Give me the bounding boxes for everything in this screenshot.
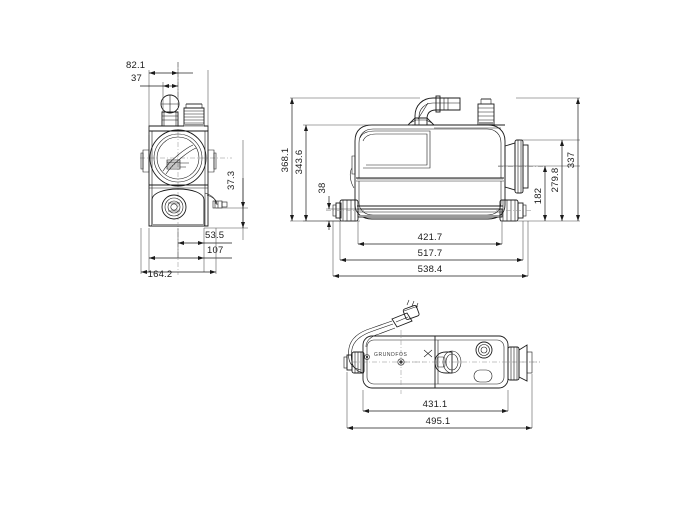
dim-37: 37 bbox=[131, 73, 178, 88]
dim-label-182: 182 bbox=[533, 188, 544, 204]
dim-label-53-5: 53.5 bbox=[205, 230, 224, 241]
dim-label-495-1: 495.1 bbox=[426, 416, 451, 427]
dim-107: 107 bbox=[149, 245, 232, 260]
dim-label-82-1: 82.1 bbox=[126, 60, 145, 71]
dim-164-2: 164.2 bbox=[140, 228, 217, 280]
left-end-view: 82.1 37 37.3 53.5 bbox=[126, 60, 248, 280]
mains-plug bbox=[391, 299, 420, 328]
dim-label-421-7: 421.7 bbox=[418, 232, 443, 243]
extension-lines-bottom-view bbox=[346, 372, 533, 428]
dim-495-1: 495.1 bbox=[347, 416, 532, 430]
dim-53-5: 53.5 bbox=[178, 230, 232, 245]
dim-label-431-1: 431.1 bbox=[423, 399, 448, 410]
grundfos-logo: GRUNDFOS bbox=[374, 349, 433, 366]
top-plate bbox=[434, 124, 505, 129]
dim-label-343-6: 343.6 bbox=[294, 150, 305, 175]
dim-label-337: 337 bbox=[566, 152, 577, 168]
dim-label-38: 38 bbox=[317, 183, 328, 194]
dim-279-8: 279.8 bbox=[550, 140, 564, 221]
top-connections bbox=[160, 94, 205, 127]
inspection-cover bbox=[149, 129, 207, 187]
dim-label-37-3: 37.3 bbox=[226, 171, 237, 190]
top-view-left-connector bbox=[343, 351, 370, 374]
power-cable-and-plug bbox=[348, 299, 420, 374]
dim-182: 182 bbox=[533, 166, 547, 221]
dim-label-37: 37 bbox=[131, 73, 142, 84]
dim-82-1: 82.1 bbox=[126, 60, 193, 75]
dim-label-538-4: 538.4 bbox=[418, 264, 443, 275]
dim-label-164-2: 164.2 bbox=[148, 269, 173, 280]
top-view-right-connector bbox=[507, 344, 540, 382]
dim-343-6: 343.6 bbox=[294, 125, 308, 221]
dim-label-368-1: 368.1 bbox=[280, 148, 291, 173]
grundfos-logo-text: GRUNDFOS bbox=[374, 352, 407, 358]
dim-431-1: 431.1 bbox=[363, 399, 508, 413]
top-view-features bbox=[434, 341, 493, 383]
dim-label-279-8: 279.8 bbox=[550, 168, 561, 193]
dim-label-517-7: 517.7 bbox=[418, 248, 443, 259]
top-inlet-pipe bbox=[406, 95, 461, 126]
bottom-top-view: GRUNDFOS bbox=[343, 299, 540, 430]
dim-337: 337 bbox=[566, 98, 580, 221]
dim-538-4: 538.4 bbox=[333, 264, 528, 278]
extension-lines-middle-view bbox=[290, 97, 580, 276]
middle-side-view: 368.1 343.6 38 182 27 bbox=[280, 95, 580, 278]
dim-517-7: 517.7 bbox=[340, 248, 523, 262]
dim-421-7: 421.7 bbox=[358, 232, 502, 246]
dim-38: 38 bbox=[317, 183, 331, 230]
dim-37-3: 37.3 bbox=[226, 171, 245, 228]
motor-boss bbox=[151, 188, 205, 227]
dim-label-107: 107 bbox=[207, 245, 223, 256]
dim-368-1: 368.1 bbox=[280, 98, 294, 221]
right-outlet-flange bbox=[498, 139, 543, 194]
cable-outlet bbox=[204, 192, 228, 209]
